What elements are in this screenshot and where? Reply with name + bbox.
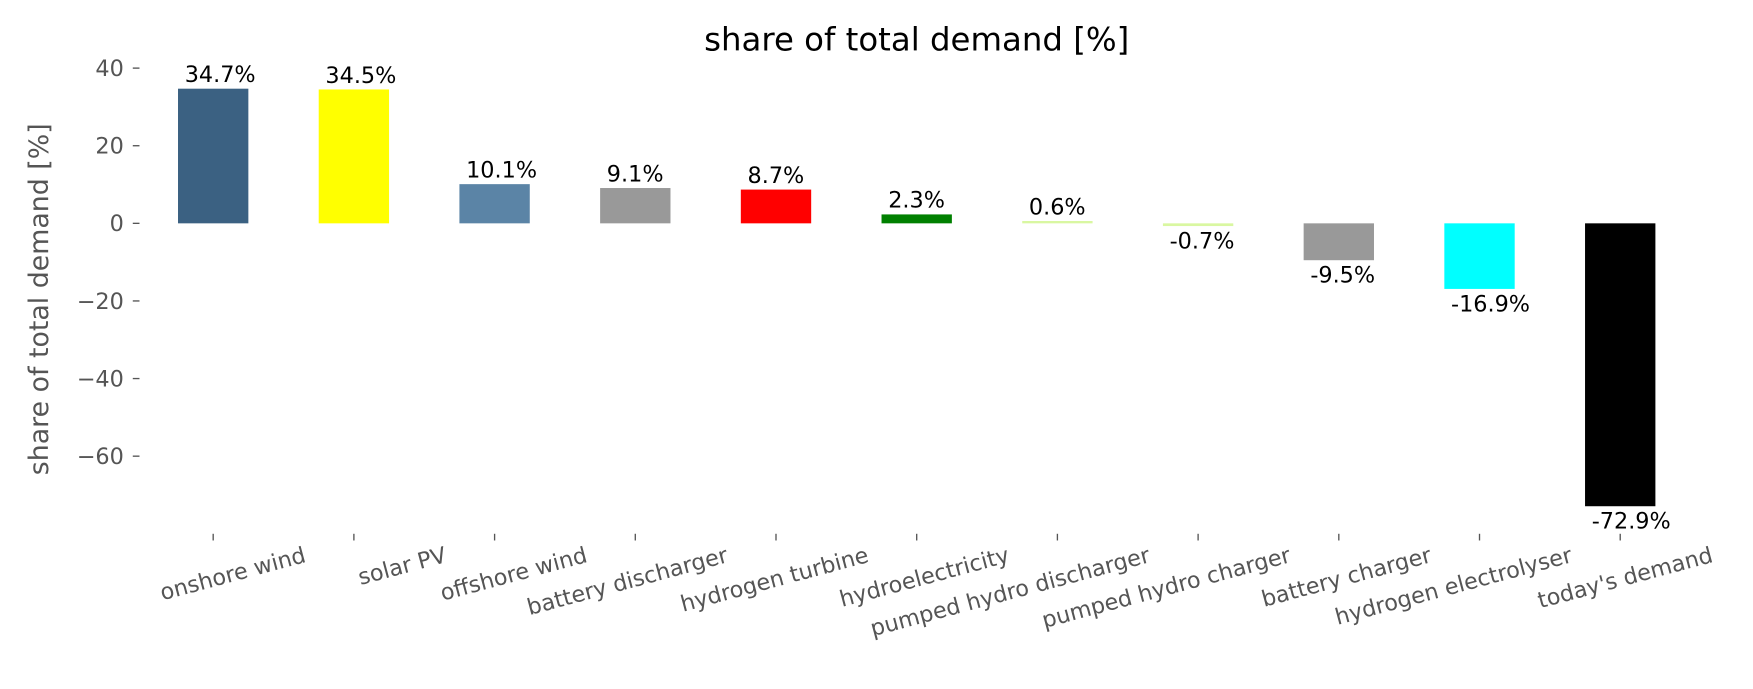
- bar-value-label: 34.7%: [185, 62, 256, 88]
- y-tick-label: 0: [110, 211, 124, 237]
- bar: [1022, 221, 1093, 224]
- x-tick-label: hydrogen electrolyser: [1332, 542, 1575, 630]
- bar-value-label: -9.5%: [1310, 263, 1375, 289]
- bars: 34.7% 34.5% 10.1% 9.1% 8.7% 2.3% 0.6% -0.7% -9.5…: [178, 62, 1671, 535]
- bar-value-label: 0.6%: [1029, 194, 1086, 220]
- x-tick-label: solar PV: [355, 542, 450, 591]
- y-tick-label: −40: [77, 366, 124, 392]
- bar: [1162, 223, 1234, 227]
- x-tick-label: pumped hydro charger: [1039, 542, 1294, 634]
- y-axis-label: share of total demand [%]: [24, 123, 55, 475]
- bar: [1585, 223, 1656, 507]
- y-tick-label: −60: [77, 444, 124, 470]
- x-tick-label: onshore wind: [157, 542, 308, 606]
- bar: [740, 189, 812, 224]
- chart-title: share of total demand [%]: [704, 20, 1129, 58]
- bar: [178, 88, 249, 224]
- y-axis: 40 20 0 −20 −40 −60: [77, 56, 140, 470]
- bar: [1303, 223, 1374, 261]
- bar: [1444, 223, 1515, 289]
- bar-value-label: -16.9%: [1451, 291, 1530, 317]
- bar: [600, 188, 671, 224]
- bar-value-label: 34.5%: [325, 63, 396, 89]
- bar-value-label: 8.7%: [748, 163, 805, 189]
- bar-value-label: -0.7%: [1170, 228, 1235, 254]
- bar-value-label: 2.3%: [888, 188, 945, 214]
- bar-value-label: 10.1%: [466, 157, 537, 183]
- bar-value-label: -72.9%: [1592, 509, 1671, 535]
- bar: [459, 184, 530, 224]
- y-tick-label: 40: [95, 56, 123, 82]
- bar: [881, 214, 952, 224]
- y-tick-label: −20: [77, 289, 124, 315]
- y-tick-label: 20: [95, 134, 123, 160]
- bar-value-label: 9.1%: [607, 161, 664, 187]
- bar: [318, 89, 390, 224]
